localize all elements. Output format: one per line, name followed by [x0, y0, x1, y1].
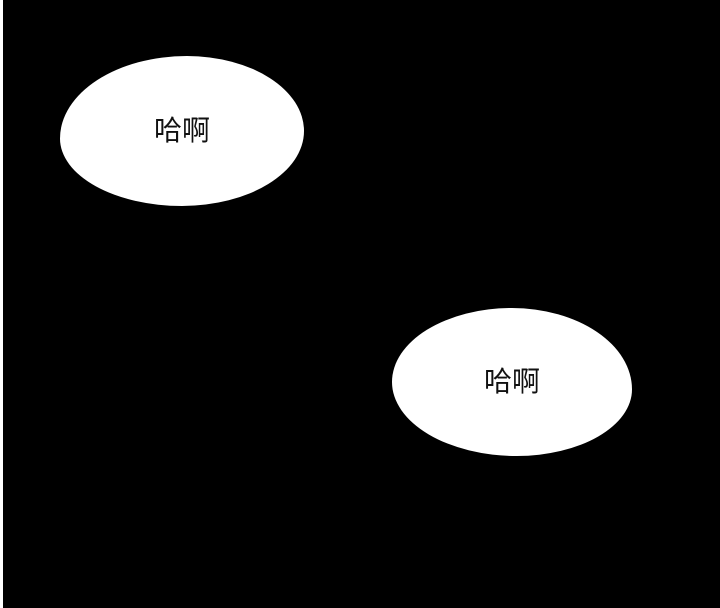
speech-bubble-1: 哈啊 [60, 56, 304, 206]
speech-bubble-2: 哈啊 [392, 308, 632, 456]
speech-bubble-1-text: 哈啊 [153, 114, 210, 147]
speech-bubble-2-text: 哈啊 [483, 365, 540, 398]
